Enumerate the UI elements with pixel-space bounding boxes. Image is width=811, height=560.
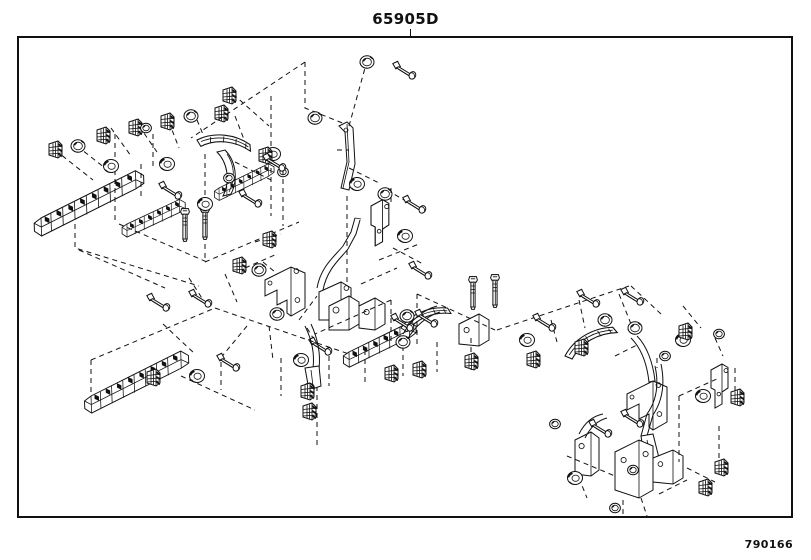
parts-drawing (19, 38, 795, 520)
figure-title-leader-line (410, 29, 411, 37)
figure-footer-code: 790166 (744, 538, 793, 551)
lower-center-assembly (82, 274, 725, 421)
upper-left-assembly (31, 104, 300, 313)
lower-right-assembly (549, 358, 729, 517)
diagram-frame (17, 36, 793, 518)
figure-title: 65905D (372, 10, 439, 28)
upper-center-assembly (190, 55, 434, 448)
misc-detail-parts (730, 368, 745, 407)
upper-right-assembly (370, 186, 424, 265)
